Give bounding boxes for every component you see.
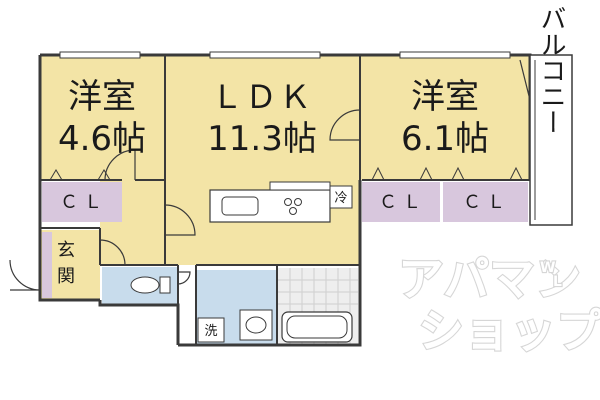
washer-label: 洗 bbox=[204, 324, 217, 339]
front-door bbox=[9, 259, 41, 291]
fridge-label: 冷 bbox=[334, 191, 347, 206]
interior-walls bbox=[40, 55, 530, 345]
door-swings bbox=[9, 59, 531, 291]
sink-icon bbox=[221, 196, 259, 216]
closet-doors bbox=[49, 166, 523, 181]
closet-right-b-label: ＣＬ bbox=[463, 192, 511, 213]
closet-left-fill bbox=[42, 182, 122, 222]
closet-right-a-fill bbox=[362, 182, 440, 222]
watermark-line2: ショップ bbox=[418, 304, 600, 358]
ldk-size: 11.3帖 bbox=[207, 119, 317, 159]
western-room-right-name: 洋室 bbox=[411, 77, 479, 117]
windows bbox=[59, 51, 511, 59]
closet-right-a-label: ＣＬ bbox=[379, 192, 427, 213]
balcony-label: バルコニー bbox=[536, 5, 566, 135]
ldk-name: ＬＤＫ bbox=[211, 78, 313, 116]
door-ldk bbox=[164, 204, 196, 236]
door-toilet bbox=[177, 271, 191, 285]
closet-right-b-fill bbox=[443, 182, 528, 222]
ldk-floor bbox=[165, 55, 360, 265]
door-left-room bbox=[104, 149, 136, 181]
toilet-icon bbox=[130, 276, 171, 294]
apaman-shop-watermark: アパマン ショップ W L bbox=[397, 251, 600, 359]
stove-icon bbox=[284, 198, 302, 215]
watermark-line1: アパマン bbox=[398, 252, 581, 306]
entrance-label-2: 関 bbox=[57, 266, 75, 287]
washbasin-icon bbox=[239, 309, 273, 341]
fridge-space bbox=[329, 185, 353, 209]
western-room-left-name: 洋室 bbox=[68, 77, 136, 117]
shoe-closet-fill bbox=[42, 232, 52, 298]
watermark-small-w: W bbox=[540, 260, 555, 276]
closet-left-label: ＣＬ bbox=[60, 192, 108, 213]
balcony-door bbox=[519, 59, 531, 101]
door-right-room bbox=[329, 109, 361, 141]
western-room-left-size: 4.6帖 bbox=[58, 119, 146, 159]
balcony-area bbox=[529, 54, 573, 226]
bathtub-icon bbox=[281, 311, 353, 343]
entrance-label-1: 玄 bbox=[57, 240, 75, 261]
range-hood bbox=[269, 181, 331, 191]
western-room-right-floor bbox=[360, 55, 530, 180]
door-hall bbox=[99, 239, 126, 266]
western-room-right-size: 6.1帖 bbox=[401, 119, 489, 159]
watermark-small-l: L bbox=[553, 274, 562, 290]
washer-space bbox=[197, 317, 225, 343]
western-room-left-floor bbox=[40, 55, 165, 180]
